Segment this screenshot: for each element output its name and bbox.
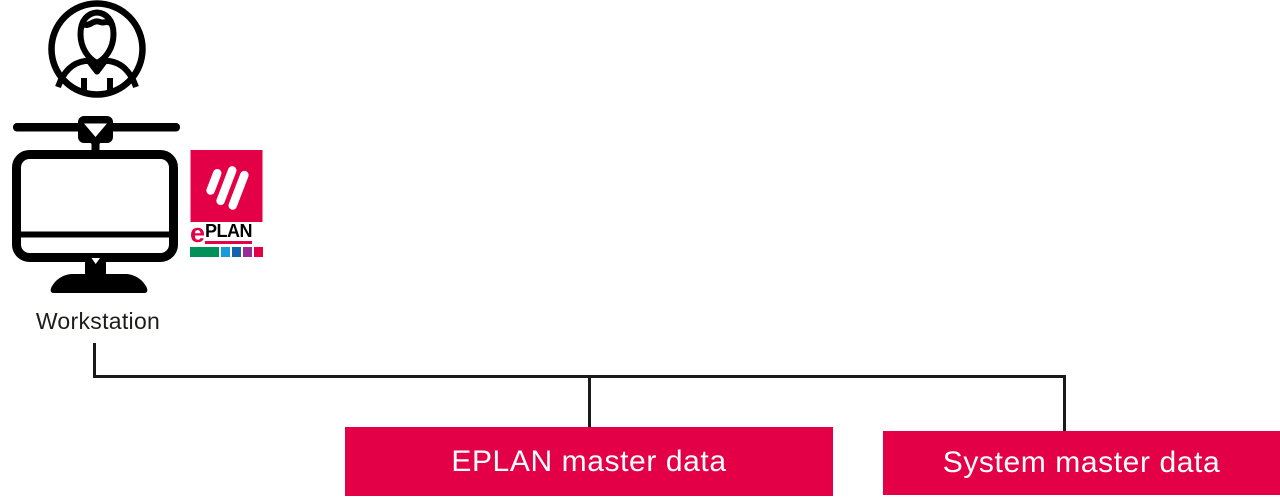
eplan-colorbar [190,247,263,257]
connector-system-drop [1063,378,1066,431]
colorbar-lightblue-segment [221,247,230,257]
colorbar-blue-segment [232,247,241,257]
eplan-wordmark-e: e [190,217,206,248]
connector-workstation-drop [93,343,96,377]
workstation-label: Workstation [35,308,161,334]
colorbar-green-segment [190,247,219,257]
node-eplan-master-data: EPLAN master data [345,427,833,496]
colorbar-red-segment [254,247,263,257]
connector-horizontal-bus [93,375,1066,378]
eplan-slashes-icon [190,150,263,222]
colorbar-purple-segment [243,247,252,257]
eplan-wordmark-plan: PLAN [205,222,253,244]
node-system-master-data: System master data [883,431,1280,495]
connector-eplan-drop [588,378,591,427]
workstation-monitor-icon [8,110,192,301]
user-icon [44,0,150,103]
